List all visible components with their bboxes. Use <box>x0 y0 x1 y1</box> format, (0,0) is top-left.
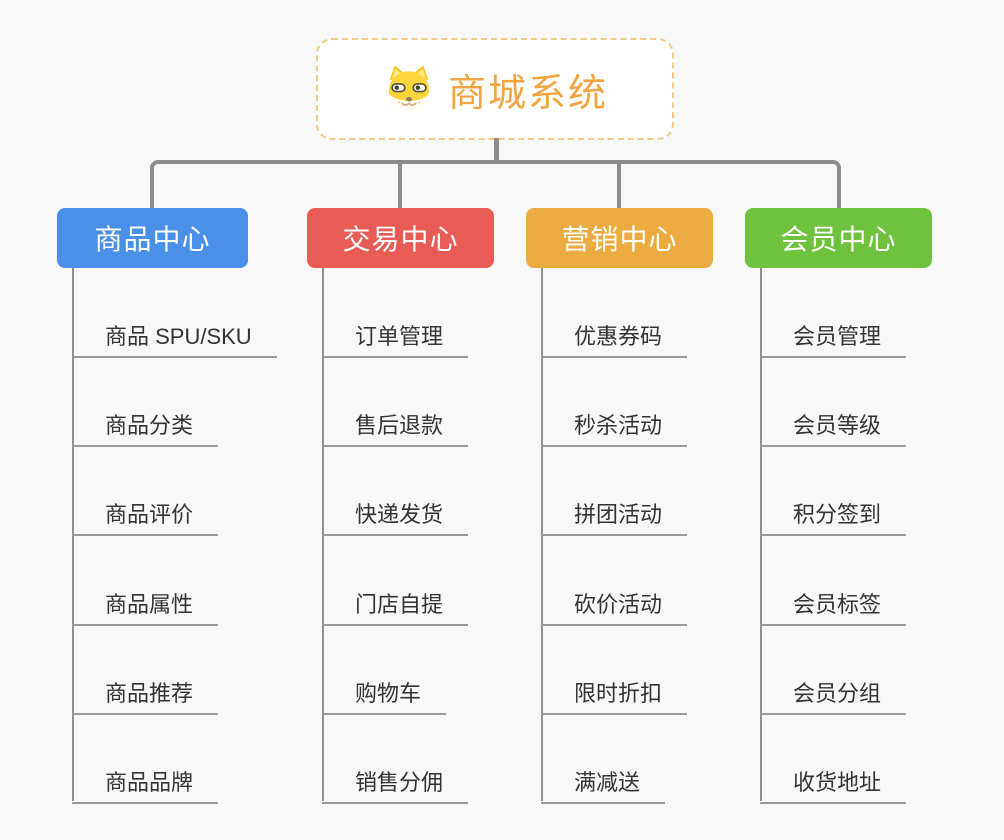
child-topic[interactable]: 满减送 <box>541 755 666 804</box>
child-topic[interactable]: 优惠券码 <box>541 309 688 358</box>
child-topic[interactable]: 售后退款 <box>322 398 469 447</box>
child-topic[interactable]: 销售分佣 <box>322 755 469 804</box>
child-topic[interactable]: 商品推荐 <box>72 666 219 715</box>
child-topic[interactable]: 会员分组 <box>760 666 907 715</box>
branch-node-3[interactable]: 营销中心 <box>526 208 713 268</box>
child-topic[interactable]: 积分签到 <box>760 487 907 536</box>
branch-node-1[interactable]: 商品中心 <box>57 208 248 268</box>
child-topic[interactable]: 会员管理 <box>760 309 907 358</box>
child-topic[interactable]: 快递发货 <box>322 487 469 536</box>
child-topic[interactable]: 商品分类 <box>72 398 219 447</box>
child-topic[interactable]: 订单管理 <box>322 309 469 358</box>
connector-root-stub <box>494 138 499 162</box>
child-topic[interactable]: 砍价活动 <box>541 577 688 626</box>
connector-drop-3 <box>617 162 621 208</box>
dog-face-icon <box>388 65 430 111</box>
connector-branch-frame <box>150 160 841 212</box>
child-topic[interactable]: 限时折扣 <box>541 666 688 715</box>
child-topic[interactable]: 会员等级 <box>760 398 907 447</box>
root-node-mall-system[interactable]: 商城系统 <box>316 38 674 140</box>
child-topic[interactable]: 拼团活动 <box>541 487 688 536</box>
child-topic[interactable]: 门店自提 <box>322 577 469 626</box>
child-topic[interactable]: 商品 SPU/SKU <box>72 309 277 358</box>
root-title: 商城系统 <box>447 72 608 115</box>
branch-node-2[interactable]: 交易中心 <box>307 208 494 268</box>
child-topic[interactable]: 会员标签 <box>760 577 907 626</box>
branch-node-4[interactable]: 会员中心 <box>745 208 932 268</box>
child-topic[interactable]: 购物车 <box>322 666 447 715</box>
child-topic[interactable]: 收货地址 <box>760 755 907 804</box>
child-topic[interactable]: 商品品牌 <box>72 755 219 804</box>
child-topic[interactable]: 商品属性 <box>72 577 219 626</box>
connector-drop-2 <box>398 162 402 208</box>
child-topic[interactable]: 秒杀活动 <box>541 398 688 447</box>
child-topic[interactable]: 商品评价 <box>72 487 219 536</box>
